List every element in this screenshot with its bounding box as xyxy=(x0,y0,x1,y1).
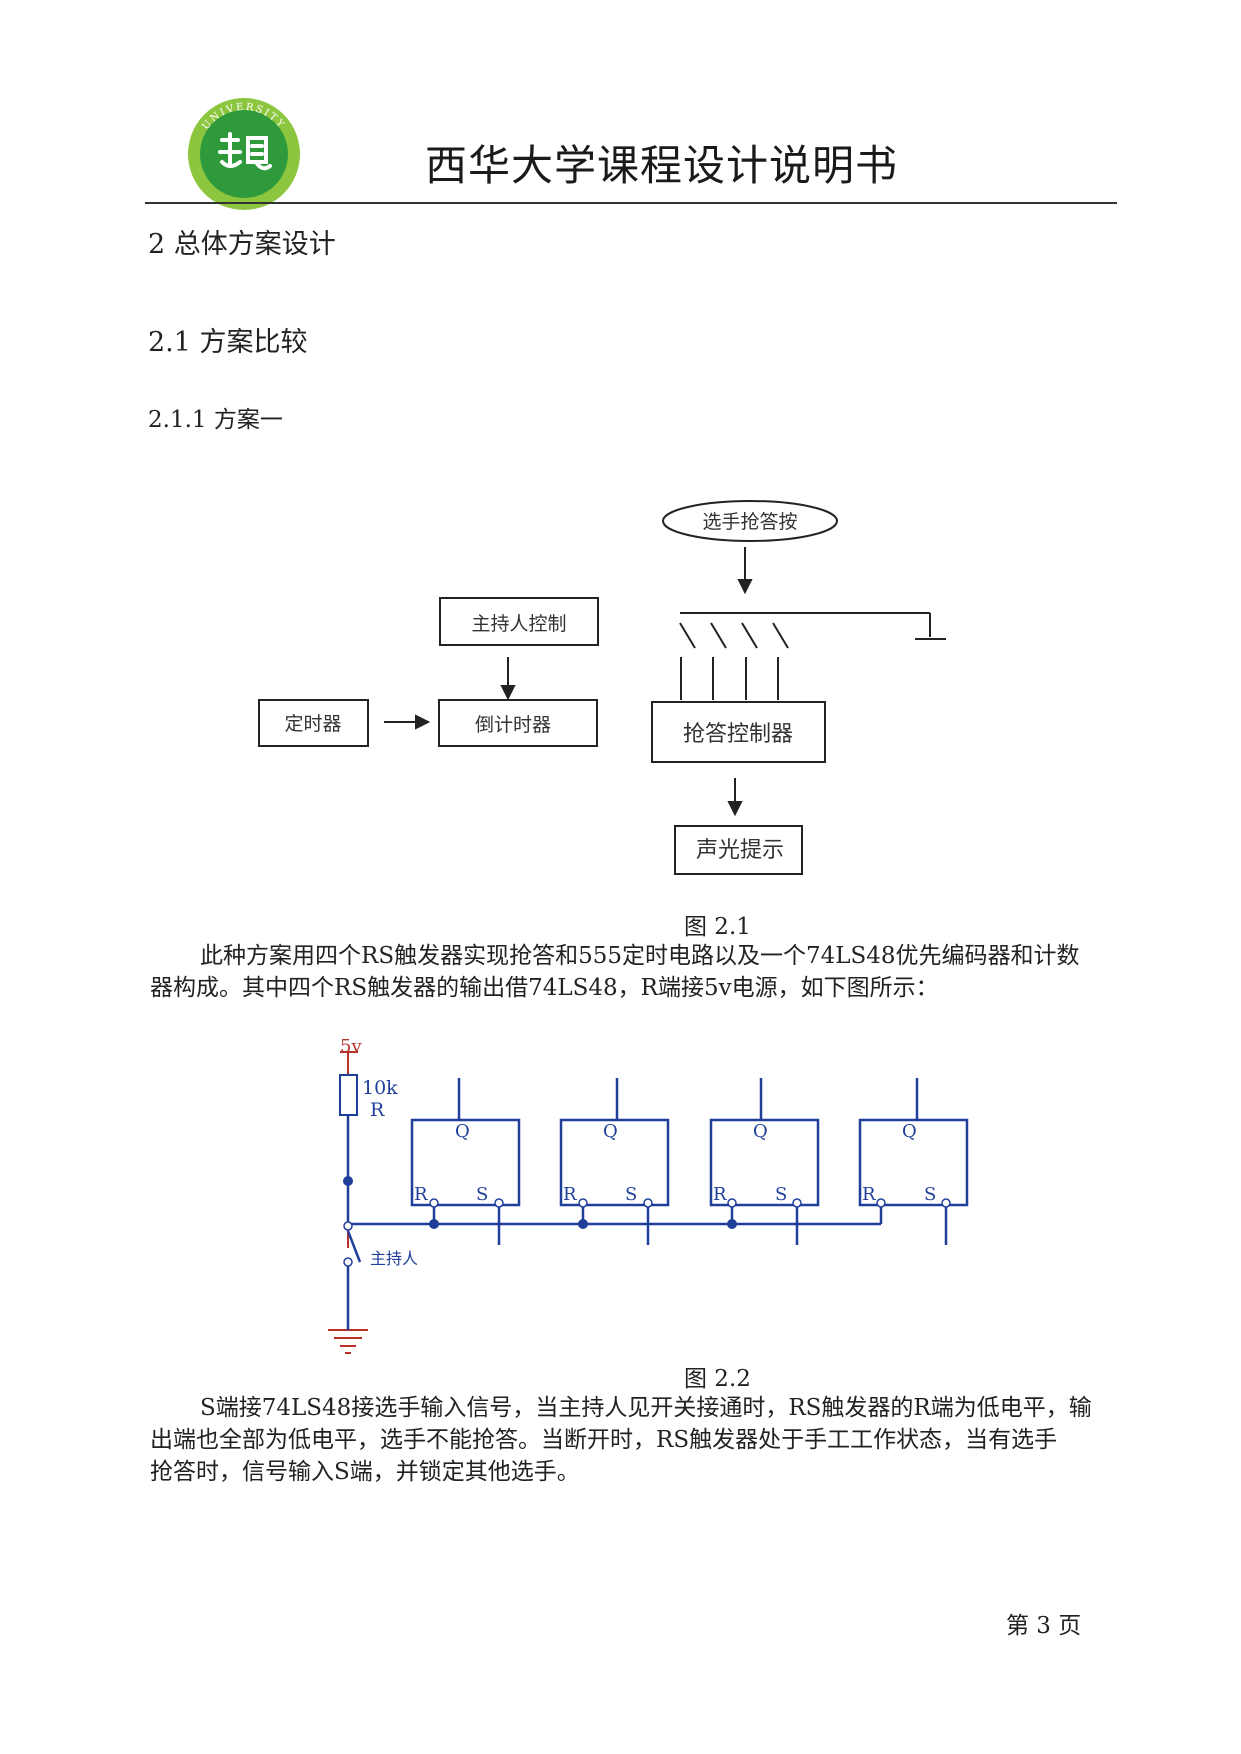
figure-caption: 图 2.2 xyxy=(684,1366,751,1392)
flipflop-1 xyxy=(410,1118,521,1207)
rs-flipflop-circuit: 5v 10k R 主持人 Q R S Q R S Q R S Q R S xyxy=(328,1036,969,1354)
countdown-label: 倒计时器 xyxy=(475,714,551,736)
timer-box xyxy=(258,699,369,747)
ff1-r-label: R xyxy=(414,1184,428,1205)
sound-light-label: 声光提示 xyxy=(696,838,784,863)
supply-label: 5v xyxy=(340,1036,362,1057)
ff3-q-label: Q xyxy=(753,1121,768,1142)
paragraph-line: 此种方案用四个RS触发器实现抢答和555定时电路以及一个74LS48优先编码器和… xyxy=(200,943,1080,969)
ff3-r-label: R xyxy=(713,1184,727,1205)
ff4-q-label: Q xyxy=(902,1121,917,1142)
university-logo: UNIVERSITY xyxy=(186,96,302,212)
paragraph-line: 器构成。其中四个RS触发器的输出借74LS48，R端接5v电源，如下图所示： xyxy=(150,975,939,1001)
host-control-label: 主持人控制 xyxy=(471,613,566,635)
flipflop-3 xyxy=(709,1118,820,1207)
figure-caption: 图 2.1 xyxy=(684,914,751,940)
sound-light-box xyxy=(674,825,803,875)
ff1-s-label: S xyxy=(476,1184,488,1205)
host-control-box xyxy=(439,597,599,646)
resistor-value: 10k xyxy=(362,1077,398,1099)
resistor xyxy=(339,1074,358,1116)
answer-controller-label: 抢答控制器 xyxy=(683,722,793,747)
resistor-name: R xyxy=(370,1099,385,1121)
ff4-s-label: S xyxy=(924,1184,936,1205)
body-paragraph: S端接74LS48接选手输入信号，当主持人见开关接通时，RS触发器的R端为低电平… xyxy=(150,1392,1120,1488)
section-heading: 2 总体方案设计 xyxy=(148,229,336,260)
players-button-node xyxy=(662,500,838,542)
players-button-label: 选手抢答按 xyxy=(702,511,797,533)
switch-label: 主持人 xyxy=(370,1249,418,1268)
block-diagram: 选手抢答按 主持人控制 定时器 倒计时器 抢答控制器 声光提示 xyxy=(258,500,946,875)
flipflop-4 xyxy=(858,1118,969,1207)
ff3-s-label: S xyxy=(775,1184,787,1205)
document-title: 西华大学课程设计说明书 xyxy=(425,141,899,190)
ff2-s-label: S xyxy=(625,1184,637,1205)
answer-controller-box xyxy=(651,701,826,763)
ff2-q-label: Q xyxy=(603,1121,618,1142)
subsection-heading: 2.1 方案比较 xyxy=(148,327,308,358)
ff4-r-label: R xyxy=(862,1184,876,1205)
paragraph-line: S端接74LS48接选手输入信号，当主持人见开关接通时，RS触发器的R端为低电平… xyxy=(200,1395,1092,1421)
body-paragraph: 此种方案用四个RS触发器实现抢答和555定时电路以及一个74LS48优先编码器和… xyxy=(150,940,1120,1004)
countdown-box xyxy=(438,699,598,747)
page-number: 第 3 页 xyxy=(1006,1613,1082,1639)
subsubsection-heading: 2.1.1 方案一 xyxy=(148,407,283,433)
timer-label: 定时器 xyxy=(284,713,341,735)
header-rule xyxy=(145,202,1117,204)
paragraph-line: 出端也全部为低电平，选手不能抢答。当断开时，RS触发器处于手工工作状态，当有选手 xyxy=(150,1427,1058,1453)
ff1-q-label: Q xyxy=(455,1121,470,1142)
paragraph-line: 抢答时，信号输入S端，并锁定其他选手。 xyxy=(150,1459,580,1485)
flipflop-2 xyxy=(559,1118,670,1207)
ff2-r-label: R xyxy=(563,1184,577,1205)
